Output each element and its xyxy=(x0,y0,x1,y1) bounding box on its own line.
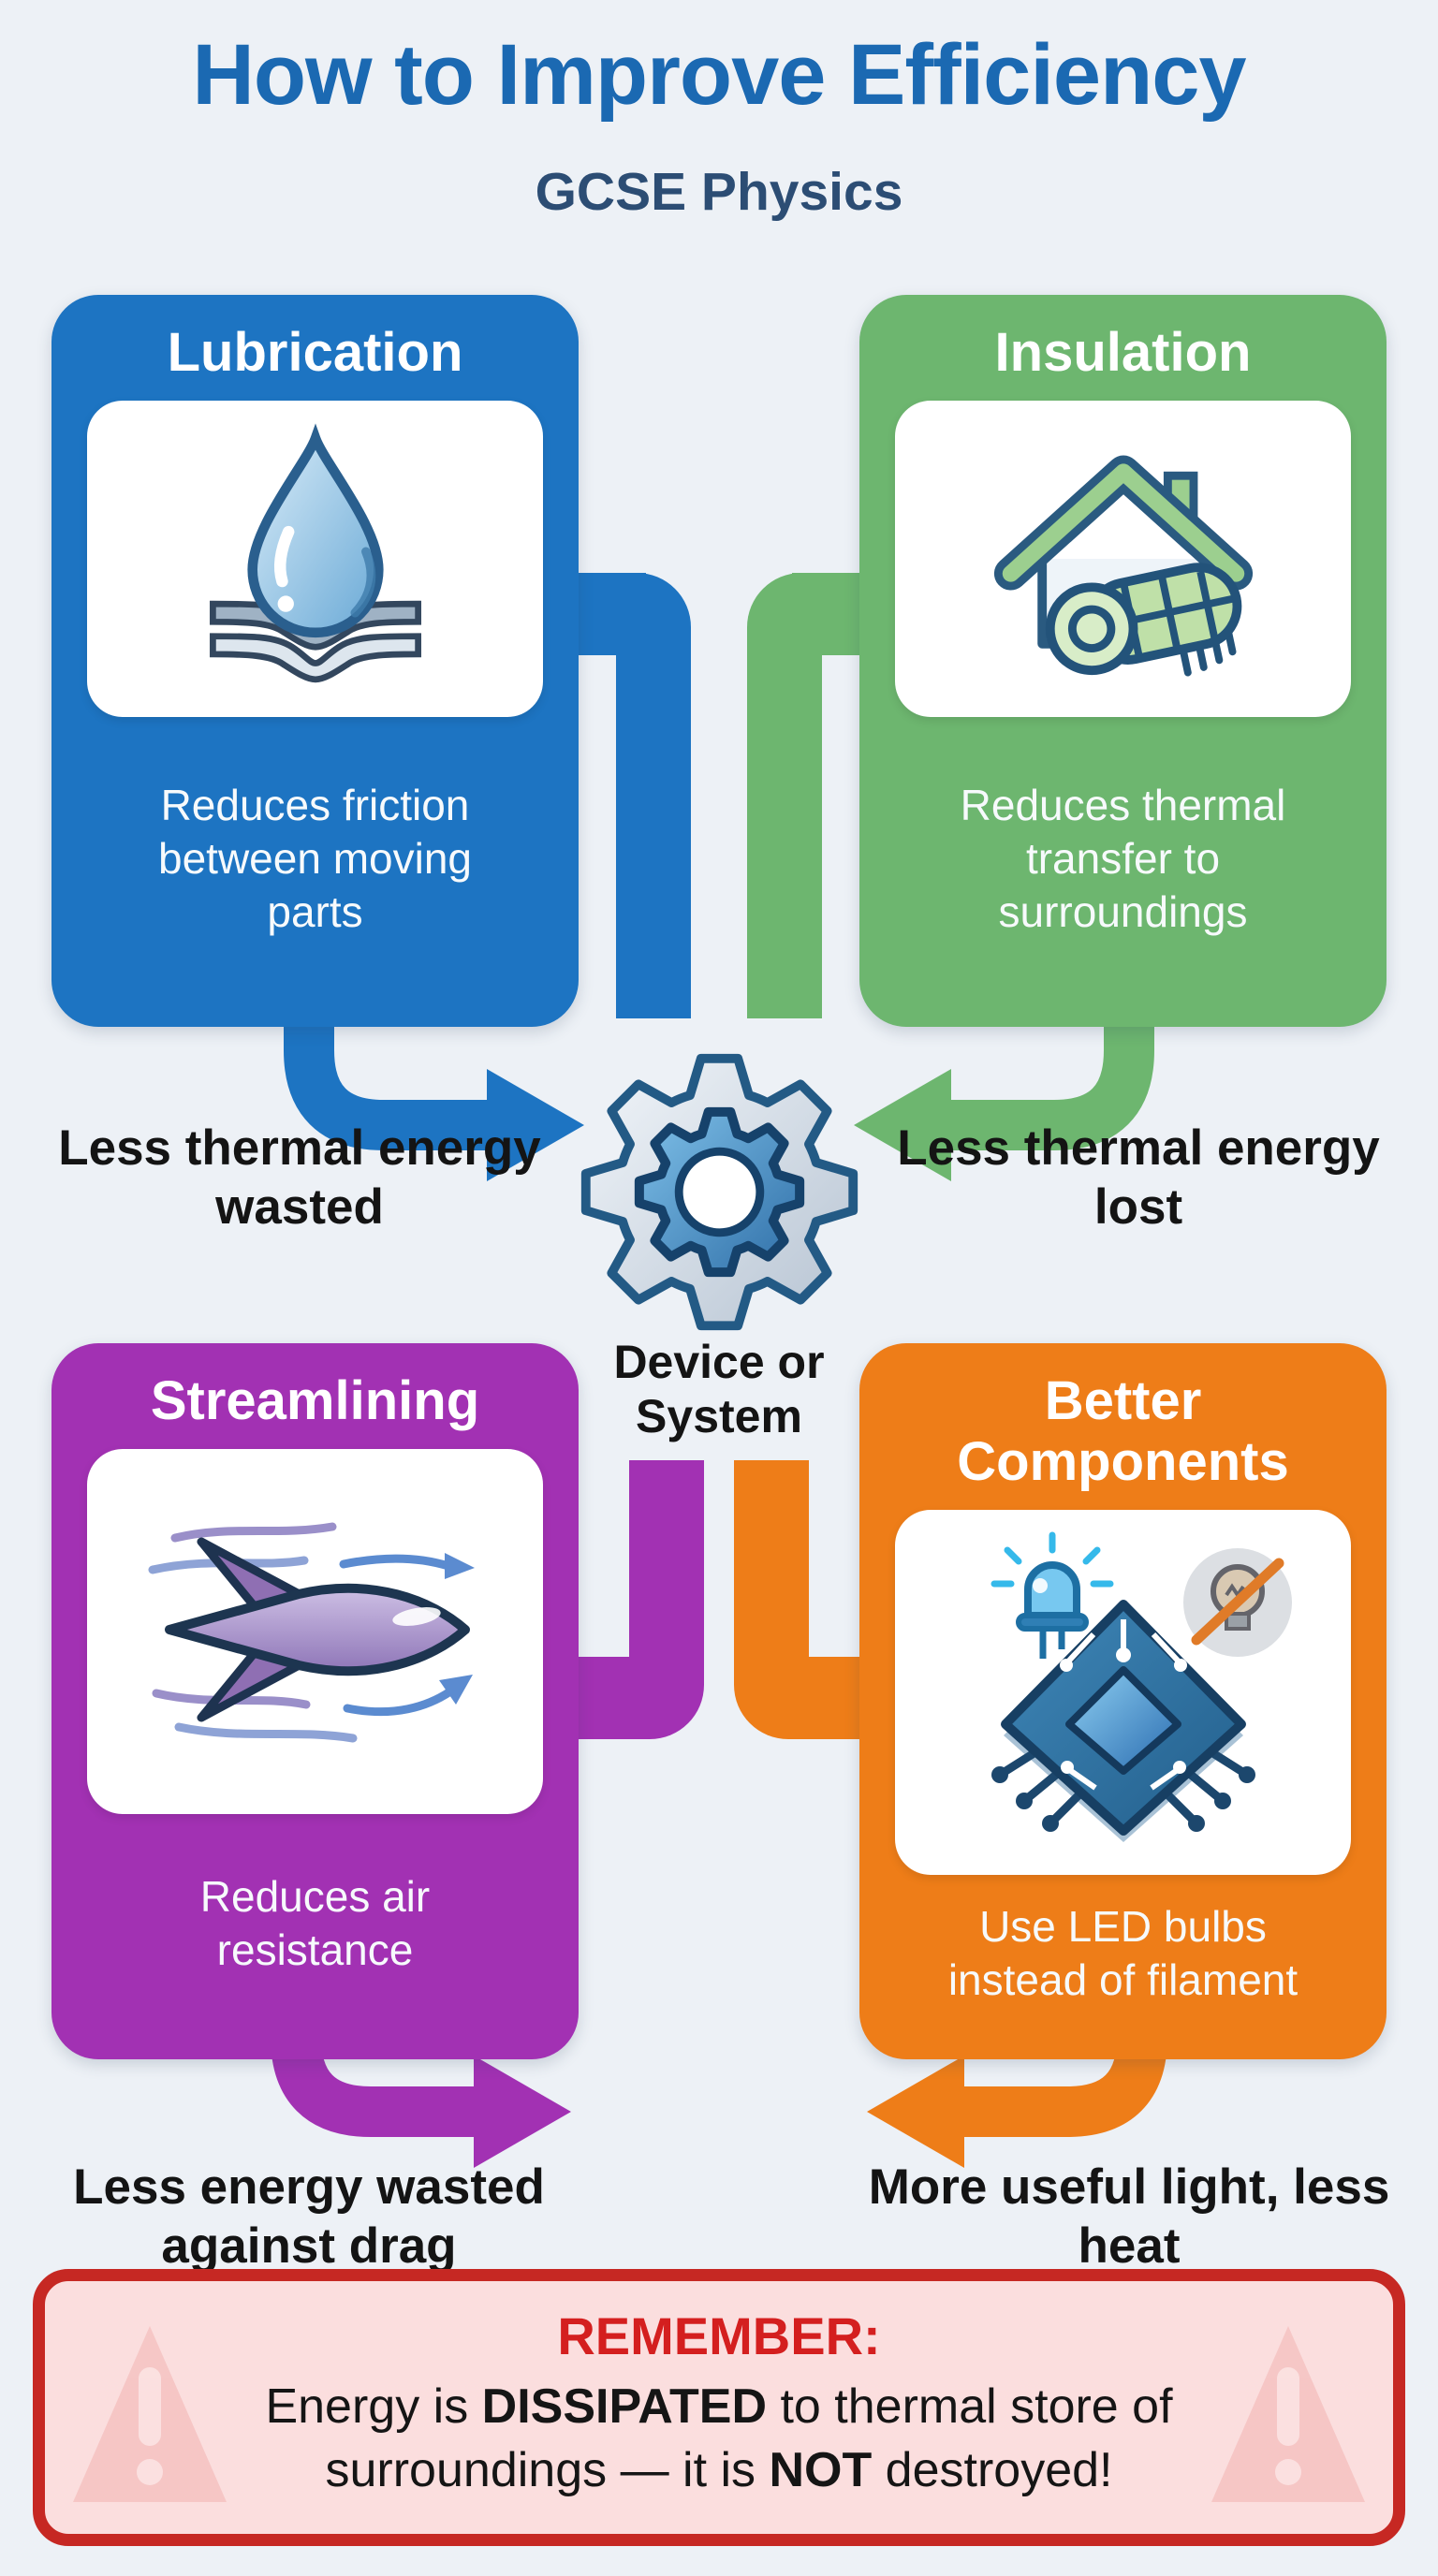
card-streamlining-description: Reduces air resistance xyxy=(199,1871,431,1974)
card-better-components: Better Components xyxy=(859,1343,1387,2059)
card-insulation-description: Reduces thermal transfer to surroundings xyxy=(960,780,1286,936)
card-streamlining-panel xyxy=(87,1448,543,1814)
reminder-bold-dissipated: DISSIPATED xyxy=(481,2379,768,2434)
page-title: How to Improve Efficiency xyxy=(192,27,1246,123)
insulation-arrow-icon xyxy=(854,1017,1154,1181)
card-streamlining: Streamlining xyxy=(51,1343,579,2059)
reminder-body: Energy is DISSIPATED to thermal store of… xyxy=(148,2376,1290,2502)
insulation-pipe-vertical xyxy=(747,573,822,1018)
insulation-outcome-label: Less thermal energy lost xyxy=(897,1120,1380,1235)
water-drop-icon xyxy=(209,423,421,683)
card-better-components-panel xyxy=(895,1509,1351,1875)
lubrication-pipe-vertical xyxy=(616,573,691,1018)
card-lubrication: Lubrication Reduces friction between mov… xyxy=(51,295,579,1027)
insulated-house-icon xyxy=(993,455,1253,677)
card-streamlining-title: Streamlining xyxy=(150,1370,480,1431)
reminder-box: REMEMBER: Energy is DISSIPATED to therma… xyxy=(33,2269,1405,2546)
reminder-text-2: to thermal store of surroundings — it is xyxy=(325,2379,1173,2497)
reminder-text-3: destroyed! xyxy=(872,2442,1113,2497)
no-filament-bulb-icon xyxy=(1182,1547,1292,1657)
device-or-system-label: Device or System xyxy=(613,1336,825,1442)
lubrication-arrow-icon xyxy=(284,1017,584,1181)
card-insulation: Insulation xyxy=(859,295,1387,1027)
warning-triangle-icon xyxy=(73,2326,227,2502)
card-lubrication-description: Reduces friction between moving parts xyxy=(158,780,472,936)
lubrication-outcome-label: Less thermal energy wasted xyxy=(58,1120,541,1235)
components-outcome-label: More useful light, less heat xyxy=(868,2159,1390,2274)
reminder-heading: REMEMBER: xyxy=(557,2306,881,2365)
warning-triangle-icon xyxy=(1211,2326,1365,2502)
reminder-bold-not: NOT xyxy=(769,2442,873,2497)
streamlining-outcome-label: Less energy wasted against drag xyxy=(73,2159,545,2274)
gear-icon xyxy=(572,1045,867,1339)
card-lubrication-title: Lubrication xyxy=(167,322,463,383)
card-insulation-panel xyxy=(895,400,1351,717)
reminder-text-1: Energy is xyxy=(265,2379,482,2434)
card-insulation-title: Insulation xyxy=(994,322,1252,383)
streamlined-body-icon xyxy=(148,1522,475,1743)
card-lubrication-panel xyxy=(87,400,543,717)
microchip-led-icon xyxy=(990,1531,1292,1842)
chip-body xyxy=(990,1599,1255,1842)
card-better-components-description: Use LED bulbs instead of filament xyxy=(947,1902,1299,2005)
card-better-components-title: Better Components xyxy=(957,1370,1289,1492)
led-icon xyxy=(990,1531,1113,1659)
page-subtitle: GCSE Physics xyxy=(535,162,903,222)
